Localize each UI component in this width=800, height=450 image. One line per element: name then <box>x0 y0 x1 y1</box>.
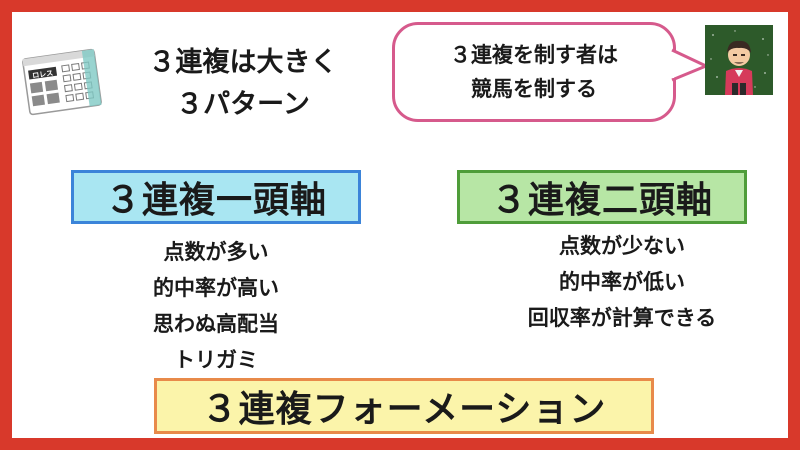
double-axis-points: 点数が少ない 的中率が低い 回収率が計算できる <box>472 228 772 336</box>
person-icon <box>705 25 773 95</box>
list-item: 思わぬ高配当 <box>153 312 279 336</box>
list-item: 的中率が低い <box>559 270 685 294</box>
list-item: 的中率が高い <box>153 276 279 300</box>
formation-card: ３連複フォーメーション <box>154 378 654 434</box>
page-title: ３連複は大きく ３パターン <box>118 42 368 126</box>
bubble-line-1: ３連複を制す者は <box>450 43 618 67</box>
single-axis-points: 点数が多い 的中率が高い 思わぬ高配当 トリガミ <box>96 234 336 378</box>
speech-bubble: ３連複を制す者は 競馬を制する <box>392 22 676 122</box>
ticket-label: ロレス <box>32 69 54 80</box>
double-axis-card: ３連複二頭軸 <box>457 170 747 224</box>
bubble-line-2: 競馬を制する <box>471 77 597 101</box>
list-item: 点数が少ない <box>559 234 685 258</box>
title-line-2: ３パターン <box>176 89 310 120</box>
single-axis-card: ３連複一頭軸 <box>71 170 361 224</box>
list-item: 点数が多い <box>163 240 269 264</box>
betting-ticket-icon: ロレス <box>22 48 102 116</box>
character-avatar <box>705 25 773 95</box>
title-line-1: ３連複は大きく <box>148 47 338 78</box>
list-item: トリガミ <box>174 348 258 372</box>
list-item: 回収率が計算できる <box>527 306 717 330</box>
